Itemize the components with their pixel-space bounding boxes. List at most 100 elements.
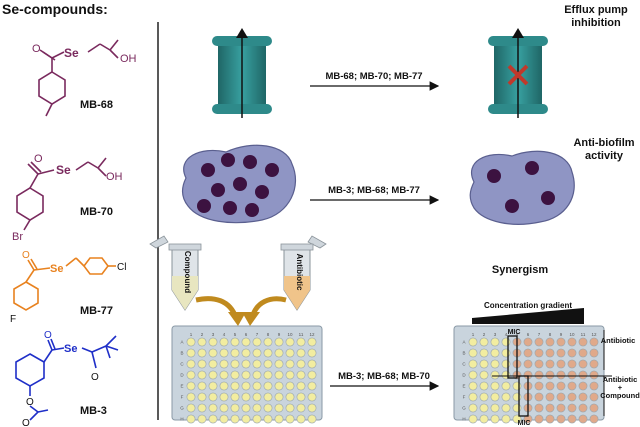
plate-left-well xyxy=(296,381,306,391)
plate-right-well xyxy=(468,414,478,424)
mb3-label: MB-3 xyxy=(80,405,107,417)
plate-right-well xyxy=(545,403,555,413)
plate-right-well xyxy=(578,392,588,402)
plate-left-well xyxy=(274,348,284,358)
plate-right-well xyxy=(567,414,577,424)
plate-left-well xyxy=(252,381,262,391)
plate-left-well xyxy=(186,381,196,391)
plate-right-well xyxy=(556,403,566,413)
plate-right-well xyxy=(567,370,577,380)
plate-left-well xyxy=(252,359,262,369)
plate-right-well xyxy=(589,381,599,391)
plate-right-well xyxy=(556,348,566,358)
mic-bottom-label: MIC xyxy=(518,420,531,427)
plate-left-well xyxy=(208,370,218,380)
plate-right-well xyxy=(490,359,500,369)
plate-left-well xyxy=(197,348,207,358)
plate-left-well xyxy=(186,392,196,402)
plate-right-well xyxy=(490,414,500,424)
plate-right-well xyxy=(490,370,500,380)
plate-right-well xyxy=(589,348,599,358)
plate-left-well xyxy=(263,381,273,391)
plate-right-col-label: 1 xyxy=(472,332,475,337)
plate-left-well xyxy=(208,337,218,347)
side-label-combo-3: Compound xyxy=(600,391,640,400)
plate-right-well xyxy=(501,403,511,413)
plate-right-well xyxy=(501,348,511,358)
plate-left-well xyxy=(296,370,306,380)
plate-left-col-label: 4 xyxy=(223,332,226,337)
efflux-arrow-label: MB-68; MB-70; MB-77 xyxy=(325,71,422,82)
plate-left-well xyxy=(285,370,295,380)
plate-right-row-label: B xyxy=(462,351,465,356)
plate-right-well xyxy=(567,337,577,347)
plate-right-wells xyxy=(468,337,599,424)
plate-left-well xyxy=(241,337,251,347)
plate-right-row-label: H xyxy=(462,417,465,422)
plate-right-well xyxy=(578,337,588,347)
mic-box-top xyxy=(507,335,518,379)
mb3-atom-o1: O xyxy=(44,330,52,341)
plate-right-well xyxy=(545,359,555,369)
plate-left-well xyxy=(263,359,273,369)
plate-left-well xyxy=(274,381,284,391)
mb3-atom-o3: O xyxy=(26,397,34,408)
plate-left-well xyxy=(208,348,218,358)
plate-right-well xyxy=(589,414,599,424)
plate-left-well xyxy=(230,348,240,358)
plate-right-well xyxy=(567,381,577,391)
biofilm-title-line2: activity xyxy=(585,150,624,162)
plate-right-well xyxy=(479,403,489,413)
plate-right-well xyxy=(534,381,544,391)
plate-left-well xyxy=(285,403,295,413)
efflux-title-line2: inhibition xyxy=(571,17,621,29)
mb70-atom-oh: OH xyxy=(106,171,123,183)
plate-left-well xyxy=(186,337,196,347)
plate-left-well xyxy=(197,337,207,347)
plate-left-well xyxy=(274,403,284,413)
plate-left-col-label: 11 xyxy=(299,332,304,337)
plate-left-well xyxy=(219,370,229,380)
plate-left-well xyxy=(197,392,207,402)
plate-left-well xyxy=(241,370,251,380)
plate-right-well xyxy=(468,392,478,402)
plate-right-well xyxy=(490,381,500,391)
biofilm-before xyxy=(181,144,297,224)
plate-left-well xyxy=(230,370,240,380)
plate-left-well xyxy=(263,392,273,402)
tube-compound xyxy=(149,235,202,311)
plate-left-well xyxy=(296,348,306,358)
plate-left-well xyxy=(219,381,229,391)
plate-right-col-label: 5 xyxy=(516,332,519,337)
mb77-label: MB-77 xyxy=(80,305,113,317)
plate-right-well xyxy=(578,359,588,369)
plate-left-row-label: A xyxy=(180,340,183,345)
plate-left-well xyxy=(285,337,295,347)
plate-right-well xyxy=(567,359,577,369)
mb68-atom-oh: OH xyxy=(120,53,137,65)
plate-left-well xyxy=(285,381,295,391)
plate-left-well xyxy=(296,359,306,369)
plate-left-row-label: C xyxy=(180,362,184,367)
mb77-atom-cl: Cl xyxy=(117,262,126,273)
plate-left-well xyxy=(285,392,295,402)
plate-right-well xyxy=(490,403,500,413)
plate-left-well xyxy=(197,403,207,413)
plate-right-well xyxy=(578,403,588,413)
plate-left-well xyxy=(296,414,306,424)
plate-left-row-label: B xyxy=(180,351,183,356)
plate-right-well xyxy=(468,403,478,413)
plate-right-well xyxy=(578,370,588,380)
plate-right-well xyxy=(545,392,555,402)
plate-right-col-label: 3 xyxy=(494,332,497,337)
plate-left-well xyxy=(307,359,317,369)
plate-left-well xyxy=(230,381,240,391)
plate-left-well xyxy=(219,337,229,347)
plate-left-well xyxy=(230,392,240,402)
plate-left-col-label: 8 xyxy=(267,332,270,337)
mb70-atom-se: Se xyxy=(56,163,71,177)
